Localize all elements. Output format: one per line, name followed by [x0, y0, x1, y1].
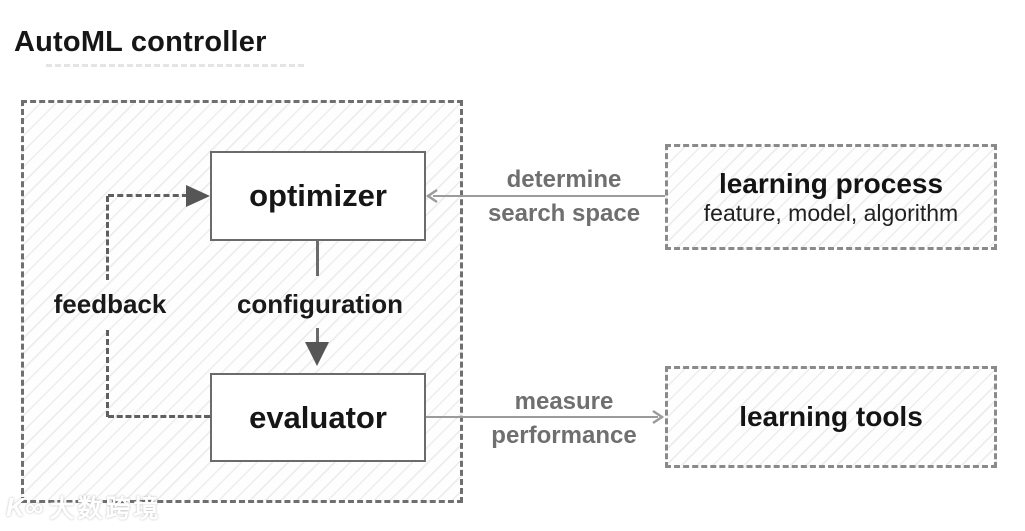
feedback-line-horizontal-bottom: [108, 415, 210, 418]
feedback-label: feedback: [53, 289, 167, 319]
determine-label-line1: determine: [506, 166, 622, 193]
configuration-label: configuration: [236, 289, 404, 319]
determine-arrowhead-left-icon: [425, 189, 438, 203]
feedback-arrowhead-icon: [186, 185, 210, 207]
optimizer-label: optimizer: [249, 178, 387, 213]
evaluator-node: evaluator: [210, 373, 426, 462]
learning-process-subtitle: feature, model, algorithm: [703, 199, 959, 226]
measure-label-line2: performance: [491, 422, 637, 449]
learning-process-node: learning process feature, model, algorit…: [665, 144, 997, 250]
configuration-line-top: [316, 240, 319, 276]
feedback-line-vertical-top: [106, 196, 109, 280]
learning-tools-title: learning tools: [739, 401, 923, 432]
watermark-text: 大数跨境: [49, 495, 162, 523]
feedback-line-vertical-bottom: [106, 330, 109, 417]
configuration-line-bottom: [316, 328, 319, 342]
measure-arrowhead-right-icon: [652, 410, 665, 424]
learning-process-title: learning process: [718, 167, 944, 199]
watermark: K∞ 大数跨境: [6, 489, 161, 525]
brand-logo-icon: K∞: [6, 491, 44, 522]
measure-arrow-line: [426, 416, 658, 418]
optimizer-node: optimizer: [210, 151, 426, 241]
configuration-arrowhead-icon: [305, 342, 329, 366]
feedback-line-horizontal-top: [108, 194, 188, 197]
determine-label-line2: search space: [487, 200, 641, 227]
measure-label-line1: measure: [514, 388, 614, 415]
learning-tools-node: learning tools: [665, 366, 997, 468]
evaluator-label: evaluator: [249, 399, 387, 435]
page-title: AutoML controller: [14, 26, 267, 58]
determine-arrow-line: [433, 195, 665, 197]
title-underline: [46, 64, 304, 67]
